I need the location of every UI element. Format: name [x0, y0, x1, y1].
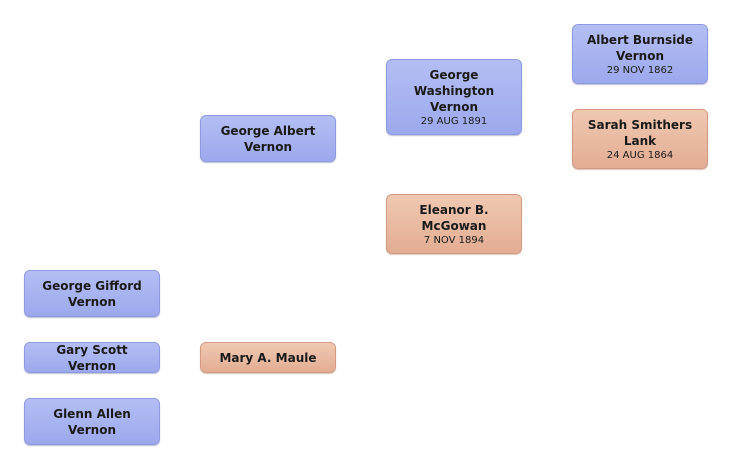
person-card-gary-scott-vernon[interactable]: Gary Scott Vernon: [24, 342, 160, 373]
person-name: Sarah Smithers Lank: [587, 117, 693, 148]
birth-date: 29 AUG 1891: [420, 115, 488, 127]
person-name: George Gifford Vernon: [42, 278, 142, 309]
person-card-mary-a-maule[interactable]: Mary A. Maule: [200, 342, 336, 373]
person-name: Mary A. Maule: [219, 350, 317, 365]
birth-date: 24 AUG 1864: [606, 149, 674, 161]
person-card-george-washington-vernon[interactable]: George Washington Vernon 29 AUG 1891: [386, 59, 522, 135]
birth-date: 7 NOV 1894: [423, 234, 485, 246]
person-card-george-gifford-vernon[interactable]: George Gifford Vernon: [24, 270, 160, 317]
person-name: George Washington Vernon: [413, 67, 495, 114]
person-name: Eleanor B. McGowan: [419, 202, 489, 233]
person-card-glenn-allen-vernon[interactable]: Glenn Allen Vernon: [24, 398, 160, 445]
birth-date: 29 NOV 1862: [606, 64, 674, 76]
person-card-george-albert-vernon[interactable]: George Albert Vernon: [200, 115, 336, 162]
person-card-albert-burnside-vernon[interactable]: Albert Burnside Vernon 29 NOV 1862: [572, 24, 708, 84]
person-name: George Albert Vernon: [220, 123, 316, 154]
person-name: Gary Scott Vernon: [56, 342, 128, 373]
person-name: Albert Burnside Vernon: [586, 32, 694, 63]
person-card-eleanor-b-mcgowan[interactable]: Eleanor B. McGowan 7 NOV 1894: [386, 194, 522, 254]
person-name: Glenn Allen Vernon: [53, 406, 131, 437]
person-card-sarah-smithers-lank[interactable]: Sarah Smithers Lank 24 AUG 1864: [572, 109, 708, 169]
